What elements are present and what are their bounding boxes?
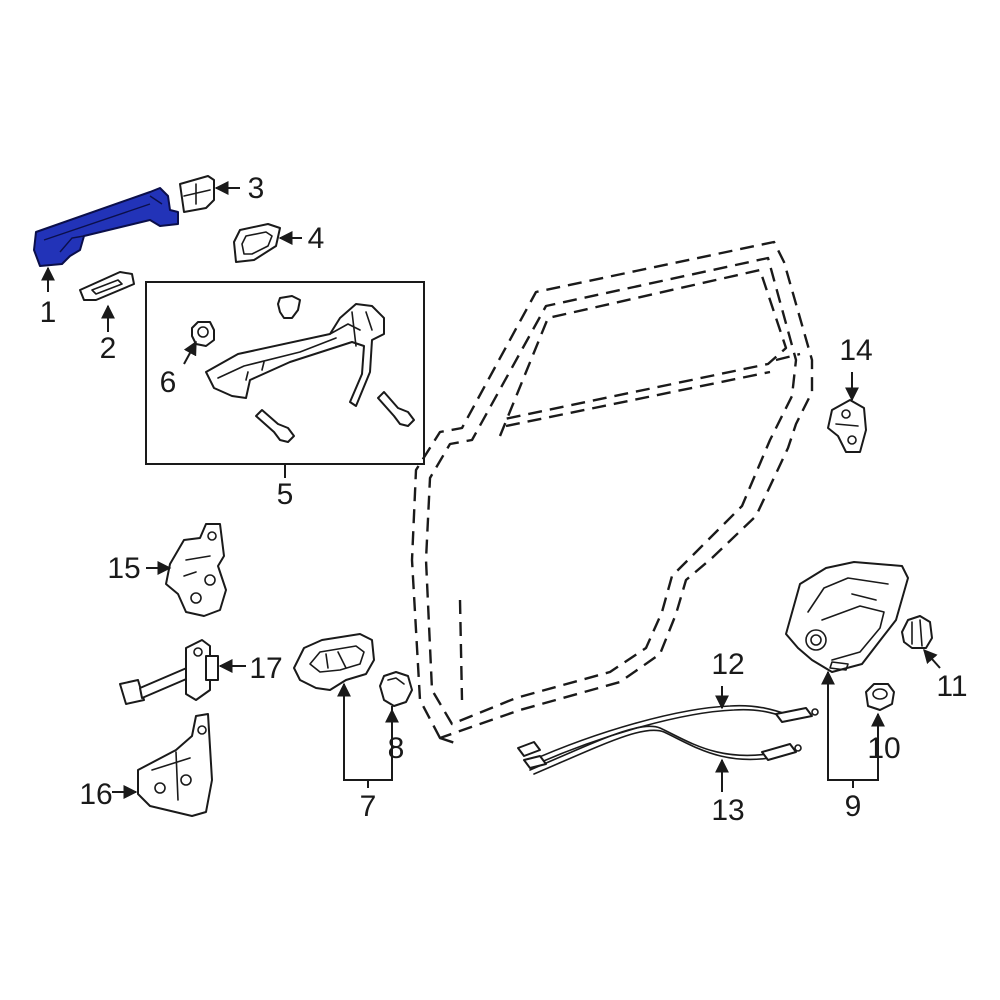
callout-8: 8 (388, 732, 405, 765)
part-12-cable[interactable] (517, 704, 819, 767)
part-14-striker[interactable] (827, 399, 867, 453)
part-10-grommet[interactable] (865, 683, 895, 711)
leader-lines (41, 181, 941, 799)
part-8-cap[interactable] (379, 671, 413, 707)
rear-door-outline (410, 240, 814, 746)
part-17-door-check[interactable] (119, 639, 219, 705)
part-13-cable[interactable] (523, 725, 802, 775)
part-5-handle-frame[interactable] (205, 303, 385, 407)
callout-4: 4 (308, 222, 325, 255)
part-5-bolt-lower[interactable] (255, 409, 295, 443)
part-3-handle-cap[interactable] (179, 175, 215, 213)
callout-16: 16 (79, 778, 112, 811)
callout-14: 14 (839, 334, 872, 367)
callout-15: 15 (107, 552, 140, 585)
callout-9: 9 (845, 790, 862, 823)
part-9-lock-actuator[interactable] (785, 561, 909, 673)
callout-3: 3 (248, 172, 265, 205)
part-5-bolt-right[interactable] (377, 391, 415, 427)
part-11-cap[interactable] (901, 615, 933, 649)
part-7-inside-handle[interactable] (293, 633, 375, 691)
part-15-upper-hinge[interactable] (165, 523, 227, 617)
callout-17: 17 (249, 652, 282, 685)
callout-7: 7 (360, 790, 377, 823)
callout-5: 5 (277, 478, 294, 511)
callout-10: 10 (867, 732, 900, 765)
part-16-lower-hinge[interactable] (137, 713, 213, 817)
part-4-cap-gasket[interactable] (233, 223, 281, 263)
callout-13: 13 (711, 794, 744, 827)
callout-11: 11 (936, 670, 967, 703)
part-1-outside-handle[interactable] (33, 187, 179, 267)
callout-labels: 1 2 3 4 5 6 7 8 9 10 11 12 13 14 15 16 1… (40, 172, 968, 827)
callout-2: 2 (100, 332, 117, 365)
part-2-gasket[interactable] (79, 271, 135, 301)
part-6-clip[interactable] (191, 321, 215, 347)
callout-6: 6 (160, 366, 177, 399)
callout-12: 12 (711, 648, 744, 681)
callout-1: 1 (40, 296, 57, 329)
part-5-clip-top[interactable] (277, 295, 301, 319)
